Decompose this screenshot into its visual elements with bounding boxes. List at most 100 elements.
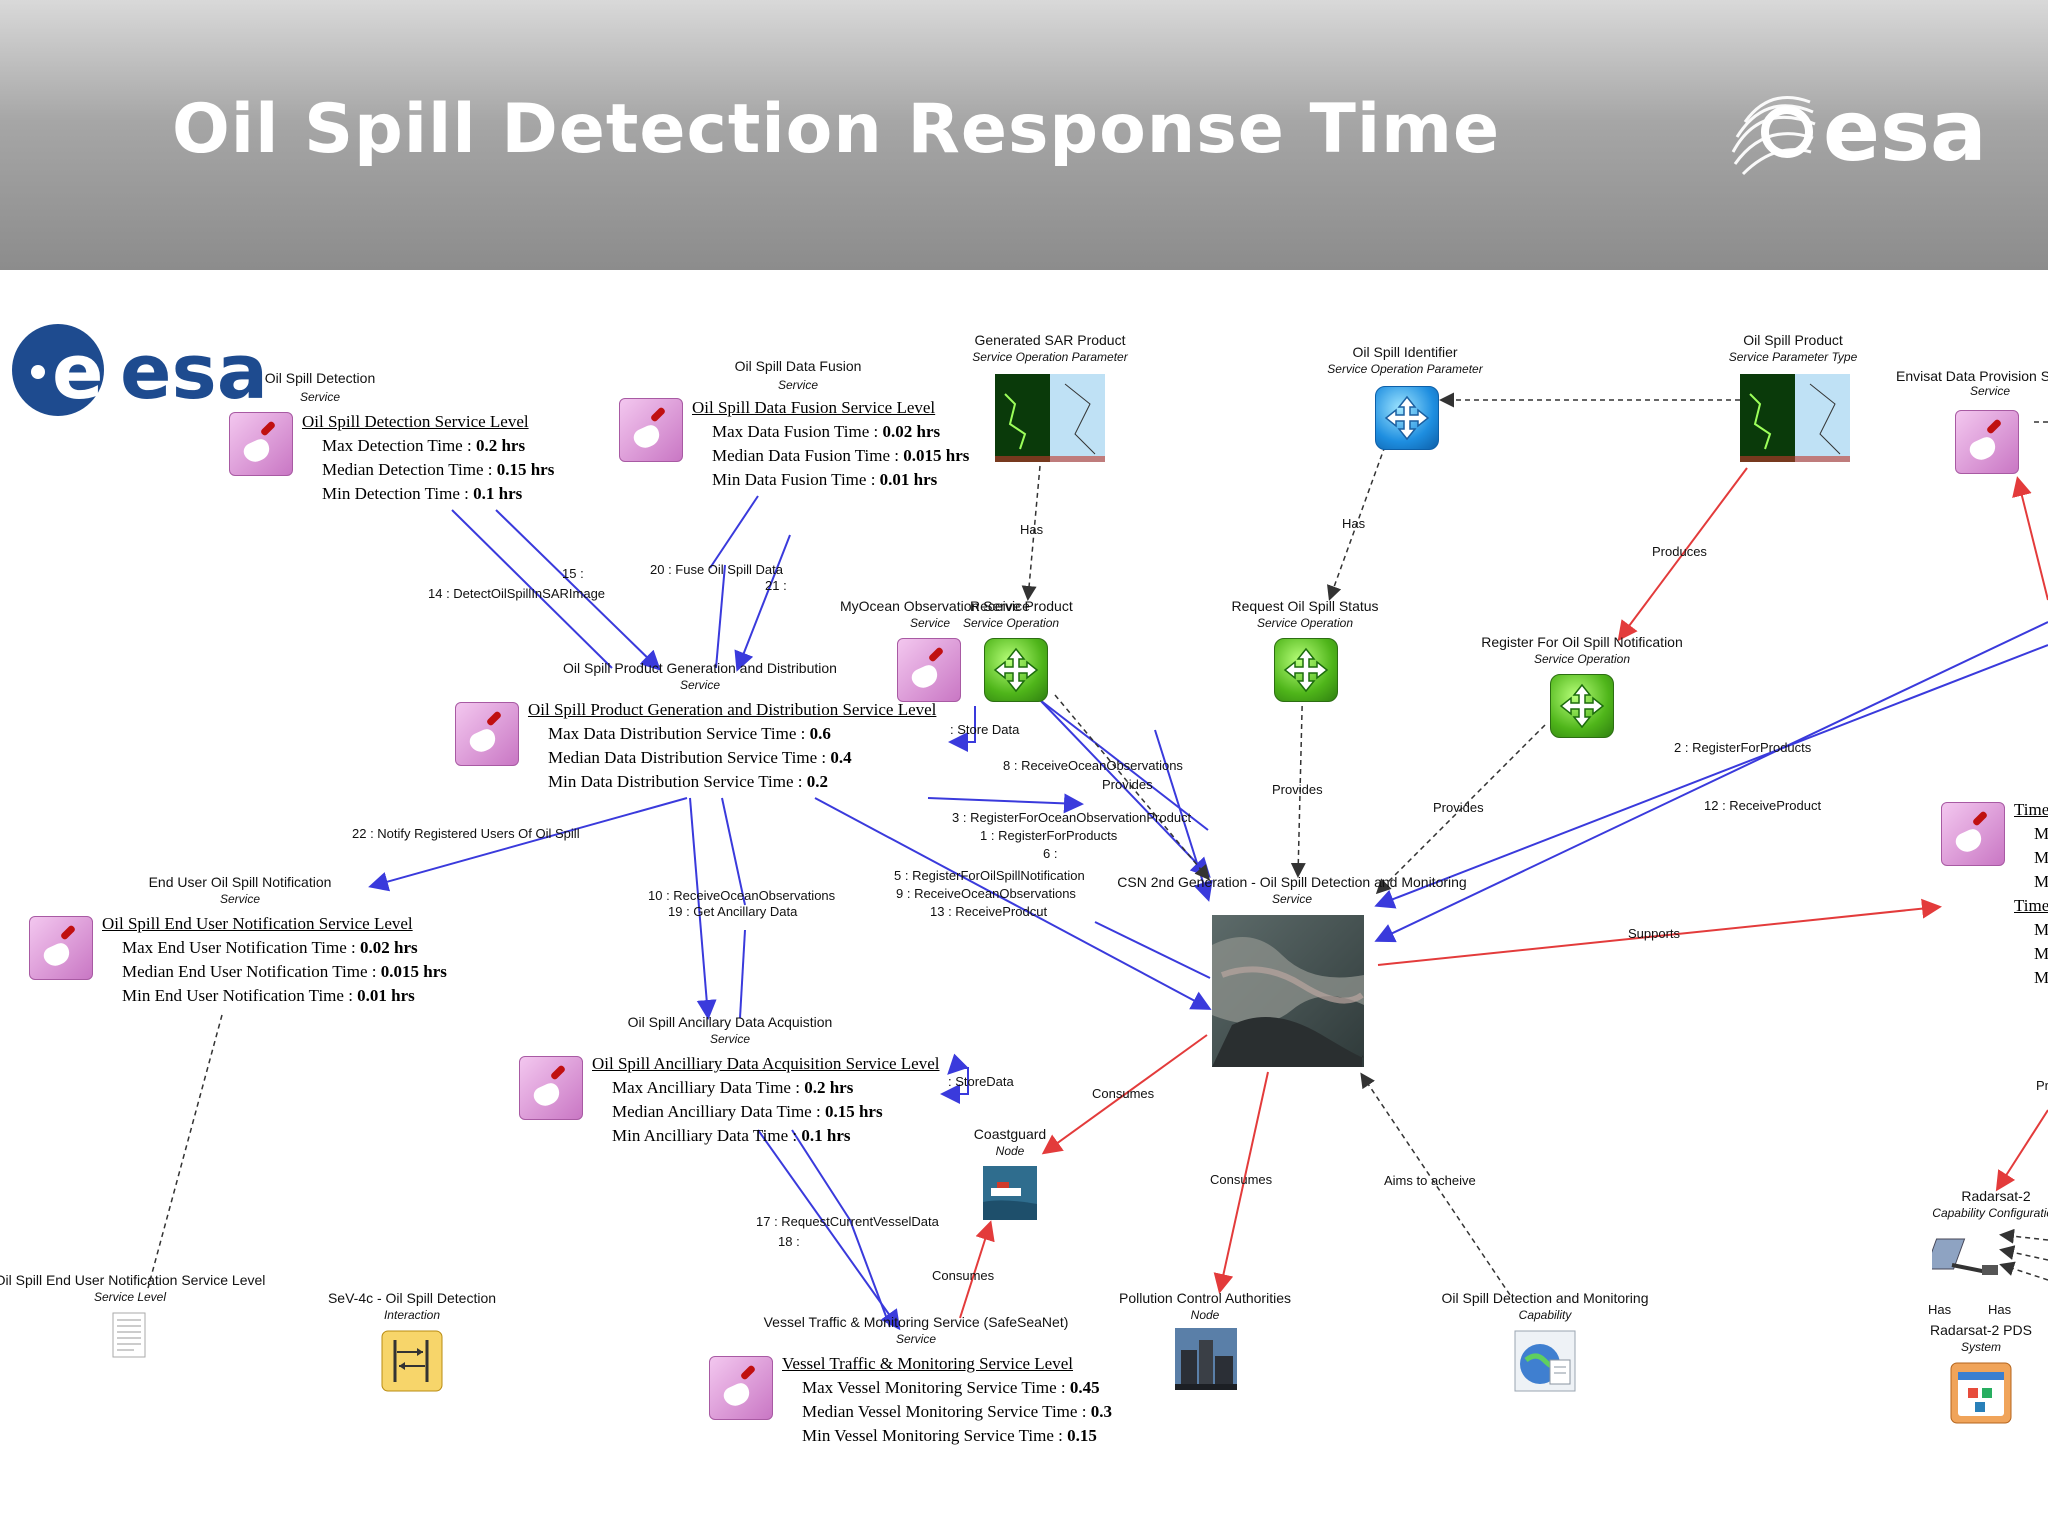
service-wrench-icon[interactable] [709, 1356, 773, 1420]
node-stereotype: Service Operation Parameter [972, 350, 1128, 364]
diagram-connectors [147, 392, 2048, 1331]
svg-text:e: e [52, 327, 104, 416]
service-level-title: Oil Spill Data Fusion Service Level [692, 398, 936, 417]
node-name: Vessel Traffic & Monitoring Service (Saf… [763, 1314, 1069, 1330]
node-stereotype: Service Operation [1533, 652, 1631, 666]
node-stereotype: Service [1271, 892, 1313, 906]
edge-label-message: 2 : RegisterForProducts [1674, 740, 1812, 755]
edge-label-has: Has [1342, 516, 1366, 531]
service-wrench-icon[interactable] [1955, 410, 2019, 474]
median-notification-label: Median End User Notification Time : [122, 962, 381, 981]
document-icon[interactable] [112, 1312, 146, 1363]
node-name: CSN 2nd Generation - Oil Spill Detection… [1117, 874, 1467, 890]
edge-label-provides: Provides [1272, 782, 1323, 797]
edge-label-message: 18 : [778, 1234, 800, 1249]
median-distribution-value: 0.4 [830, 748, 852, 767]
sar-image-thumbnail[interactable] [1740, 374, 1850, 467]
service-wrench-icon[interactable] [897, 638, 961, 702]
edge-label-message: 10 : ReceiveOceanObservations [648, 888, 836, 903]
node-stereotype: Service [777, 378, 819, 392]
min-distribution-label: Min Data Distribution Service Time : [548, 772, 807, 791]
median-distribution-label: Median Data Distribution Service Time : [548, 748, 831, 767]
service-wrench-icon[interactable] [1941, 802, 2005, 866]
notification-service-level: Oil Spill End User Notification Service … [102, 912, 447, 1008]
max-ancillary-value: 0.2 hrs [804, 1078, 854, 1097]
node-name: Envisat Data Provision Se [1896, 368, 2048, 384]
time-row: M [2034, 944, 2048, 963]
service-wrench-icon[interactable] [519, 1056, 583, 1120]
service-level-title: Oil Spill Product Generation and Distrib… [528, 700, 937, 719]
system-window-icon[interactable] [1950, 1362, 2012, 1429]
node-name: End User Oil Spill Notification [148, 874, 332, 890]
vessel-service-level: Vessel Traffic & Monitoring Service Leve… [782, 1352, 1112, 1448]
min-ancillary-value: 0.1 hrs [801, 1126, 851, 1145]
node-stereotype: Service Parameter Type [1728, 350, 1858, 364]
esa-header-logo: esa [1725, 82, 2000, 187]
node-stereotype: Service Operation [1256, 616, 1354, 630]
edge-label-message: 14 : DetectOilSpillInSARImage [428, 586, 606, 601]
edge-label-message: 1 : RegisterForProducts [980, 828, 1118, 843]
move-cross-icon[interactable] [984, 638, 1048, 702]
edge-label-message: 21 : [765, 578, 787, 593]
receive-product-stereotype: Service Operation [963, 616, 1060, 630]
node-name: Oil Spill Product [1743, 332, 1843, 348]
min-distribution-value: 0.2 [806, 772, 829, 791]
building-photo[interactable] [1175, 1328, 1237, 1395]
service-level-title: Oil Spill End User Notification Service … [102, 914, 413, 933]
esa-header-logo-text: esa [1823, 82, 1987, 180]
median-fusion-value: 0.015 hrs [903, 446, 970, 465]
node-name: Radarsat-2 PDS [1930, 1322, 2032, 1338]
distribution-service-level: Oil Spill Product Generation and Distrib… [528, 698, 936, 794]
node-name: Oil Spill Identifier [1352, 344, 1458, 360]
node-name: Oil Spill Detection [264, 370, 376, 386]
node-name: Coastguard [973, 1126, 1047, 1142]
min-notification-label: Min End User Notification Time : [122, 986, 358, 1005]
node-stereotype: Service [709, 1032, 751, 1046]
service-level-title: Vessel Traffic & Monitoring Service Leve… [782, 1354, 1074, 1373]
node-stereotype: Service [679, 678, 721, 692]
node-name: Oil Spill Ancillary Data Acquistion [627, 1014, 833, 1030]
interaction-icon[interactable] [381, 1330, 443, 1397]
slide-title: Oil Spill Detection Response Time [172, 90, 1501, 169]
oil-spill-photo[interactable] [1212, 915, 1364, 1072]
globe-document-icon[interactable] [1514, 1330, 1576, 1397]
max-fusion-label: Max Data Fusion Time : [712, 422, 883, 441]
min-fusion-label: Min Data Fusion Time : [712, 470, 880, 489]
envisat-data-provision-service[interactable]: Envisat Data Provision Se Service [1896, 368, 2048, 398]
max-ancillary-label: Max Ancilliary Data Time : [612, 1078, 805, 1097]
myocean-observation-stereotype: Service [910, 616, 951, 630]
max-notification-label: Max End User Notification Time : [122, 938, 360, 957]
node-stereotype: Service [895, 1332, 937, 1346]
time-row: Time [2014, 896, 2048, 915]
node-name: Pollution Control Authorities [1119, 1290, 1291, 1306]
service-wrench-icon[interactable] [29, 916, 93, 980]
satellite-icon[interactable] [1924, 1235, 2002, 1284]
time-row: M [2034, 824, 2048, 843]
edge-label-has: Has [1020, 522, 1044, 537]
sar-image-thumbnail[interactable] [995, 374, 1105, 467]
edge-label-partial: Pr [2036, 1078, 2048, 1093]
coastguard-ship-photo[interactable] [983, 1166, 1037, 1225]
node-stereotype: System [1960, 1340, 2002, 1354]
min-detection-value: 0.1 hrs [473, 484, 523, 503]
receive-product-name: Receive Product [970, 598, 1073, 614]
fusion-service-level: Oil Spill Data Fusion Service Level Max … [692, 396, 969, 492]
node-stereotype: Service Operation Parameter [1327, 362, 1483, 376]
edge-label-message: 13 : ReceiveProdcut [930, 904, 1048, 919]
move-cross-icon[interactable] [1375, 386, 1439, 450]
service-wrench-icon[interactable] [619, 398, 683, 462]
edge-label-aims: Aims to acheive [1384, 1173, 1476, 1188]
max-detection-label: Max Detection Time : [322, 436, 476, 455]
edge-label-produces: Produces [1652, 544, 1707, 559]
move-cross-icon[interactable] [1550, 674, 1614, 738]
node-name: Oil Spill Detection and Monitoring [1441, 1290, 1649, 1306]
max-distribution-value: 0.6 [809, 724, 831, 743]
max-notification-value: 0.02 hrs [359, 938, 418, 957]
slide-header: Oil Spill Detection Response Time esa [0, 0, 2048, 270]
service-wrench-icon[interactable] [229, 412, 293, 476]
node-name: Oil Spill Product Generation and Distrib… [563, 660, 837, 676]
edge-label-message: 17 : RequestCurrentVesselData [756, 1214, 939, 1229]
move-cross-icon[interactable] [1274, 638, 1338, 702]
edge-label-message: : StoreData [948, 1074, 1014, 1089]
service-wrench-icon[interactable] [455, 702, 519, 766]
